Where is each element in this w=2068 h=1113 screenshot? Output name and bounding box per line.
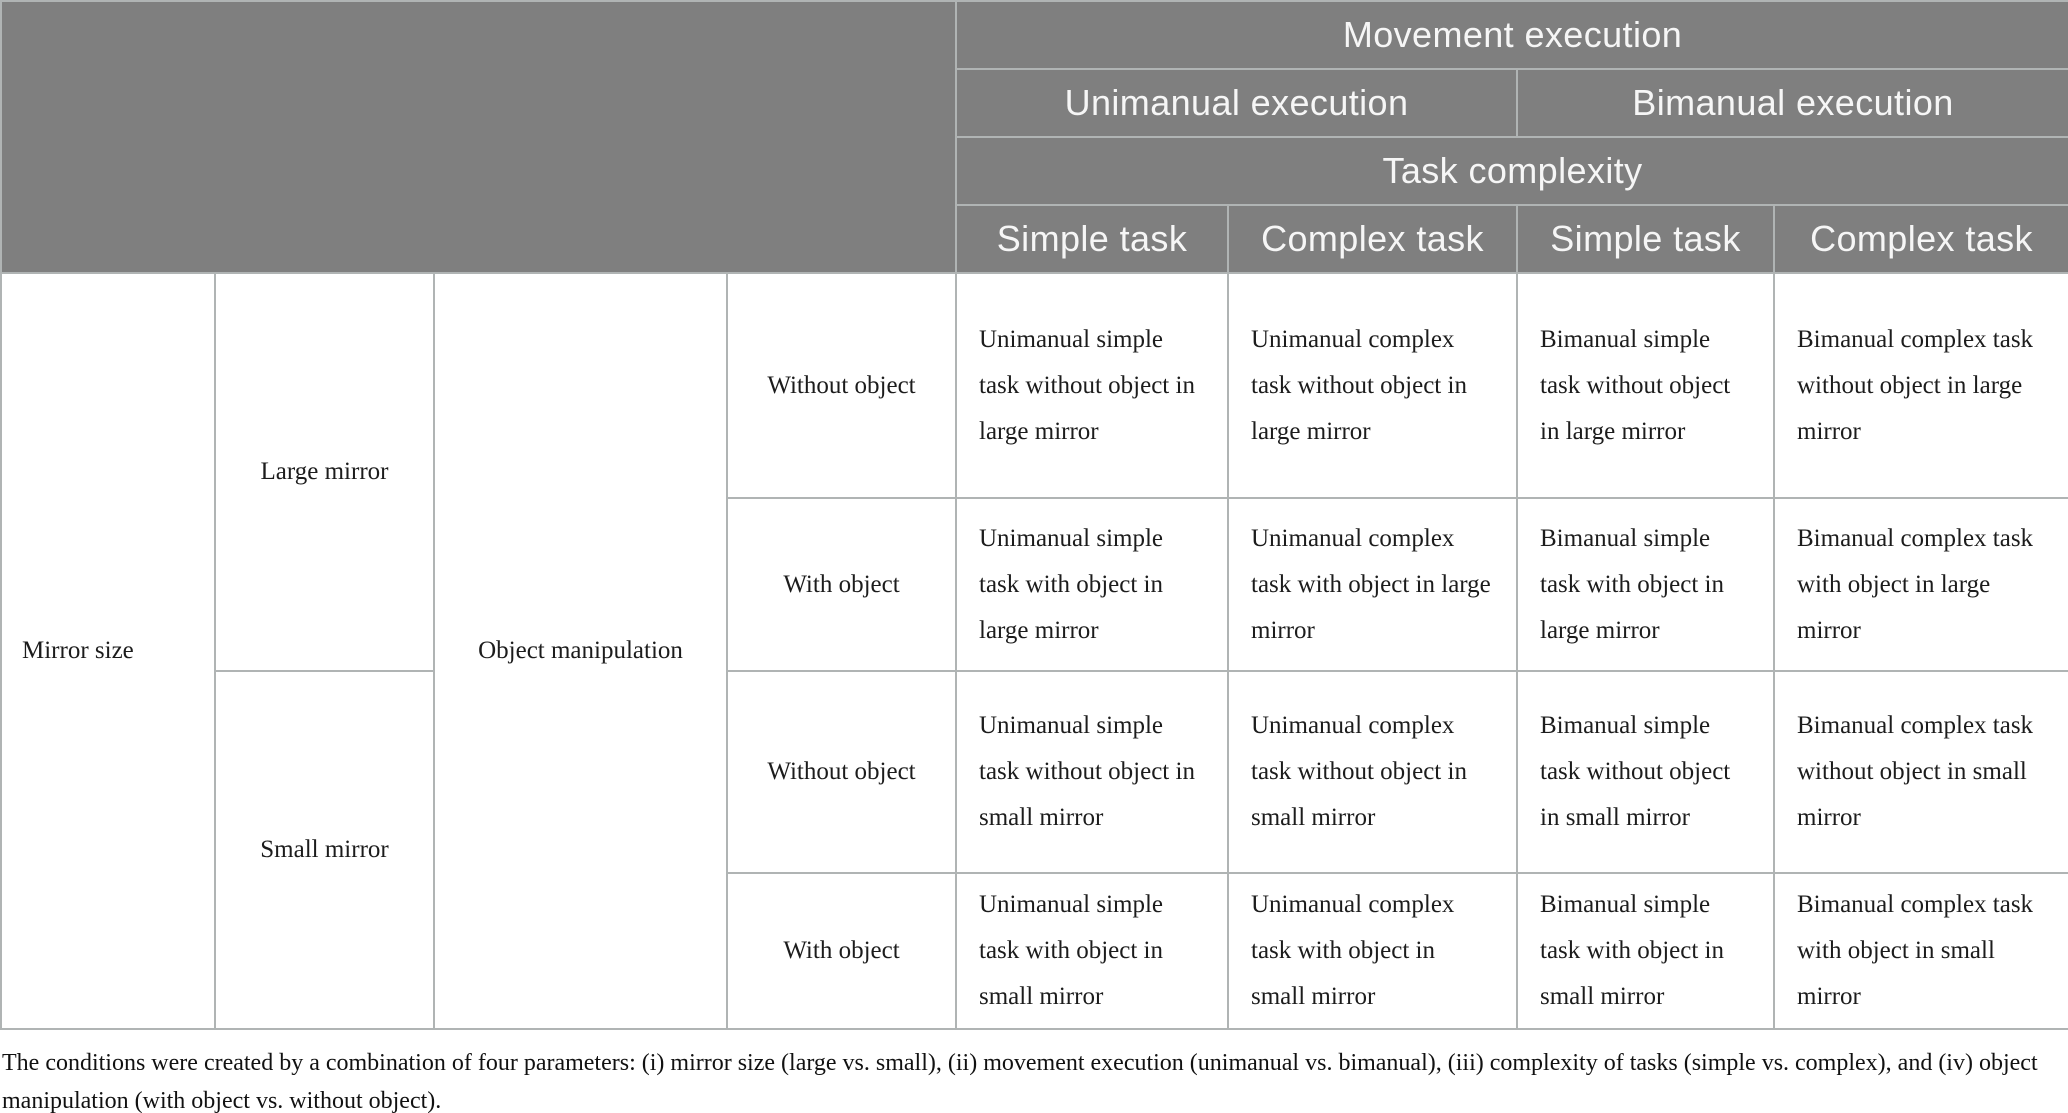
condition-cell: Bimanual complex task with object in lar…: [1773, 497, 2068, 672]
stub-cell-without-object-small: Without object: [726, 670, 957, 874]
condition-cell: Bimanual complex task without object in …: [1773, 272, 2068, 499]
condition-cell: Bimanual simple task with object in larg…: [1516, 497, 1775, 672]
stub-cell-with-object-large: With object: [726, 497, 957, 672]
stub-cell-object-manipulation: Object manipulation: [433, 272, 728, 1030]
header-cell-unimanual-execution: Unimanual execution: [955, 68, 1518, 138]
condition-cell: Unimanual simple task with object in sma…: [955, 872, 1229, 1030]
stub-cell-small-mirror: Small mirror: [214, 670, 435, 1030]
condition-cell: Unimanual simple task with object in lar…: [955, 497, 1229, 672]
header-corner-blank: [0, 0, 957, 274]
condition-cell: Bimanual simple task without object in l…: [1516, 272, 1775, 499]
condition-cell: Bimanual simple task with object in smal…: [1516, 872, 1775, 1030]
condition-cell: Bimanual complex task without object in …: [1773, 670, 2068, 874]
header-cell-complex-task-bimanual: Complex task: [1773, 204, 2068, 274]
header-cell-complex-task-unimanual: Complex task: [1227, 204, 1518, 274]
table-caption: The conditions were created by a combina…: [2, 1050, 2038, 1113]
condition-cell: Unimanual simple task without object in …: [955, 670, 1229, 874]
condition-cell: Unimanual complex task with object in sm…: [1227, 872, 1518, 1030]
stub-cell-large-mirror: Large mirror: [214, 272, 435, 672]
condition-cell: Bimanual simple task without object in s…: [1516, 670, 1775, 874]
header-cell-task-complexity: Task complexity: [955, 136, 2068, 206]
condition-cell: Unimanual complex task with object in la…: [1227, 497, 1518, 672]
conditions-table: Movement execution Unimanual execution B…: [0, 0, 2068, 1030]
condition-cell: Bimanual complex task with object in sma…: [1773, 872, 2068, 1030]
stub-cell-without-object-large: Without object: [726, 272, 957, 499]
header-cell-simple-task-unimanual: Simple task: [955, 204, 1229, 274]
header-cell-simple-task-bimanual: Simple task: [1516, 204, 1775, 274]
stub-cell-with-object-small: With object: [726, 872, 957, 1030]
condition-cell: Unimanual complex task without object in…: [1227, 670, 1518, 874]
header-cell-bimanual-execution: Bimanual execution: [1516, 68, 2068, 138]
header-cell-movement-execution: Movement execution: [955, 0, 2068, 70]
condition-cell: Unimanual simple task without object in …: [955, 272, 1229, 499]
condition-cell: Unimanual complex task without object in…: [1227, 272, 1518, 499]
stub-cell-mirror-size: Mirror size: [0, 272, 216, 1030]
